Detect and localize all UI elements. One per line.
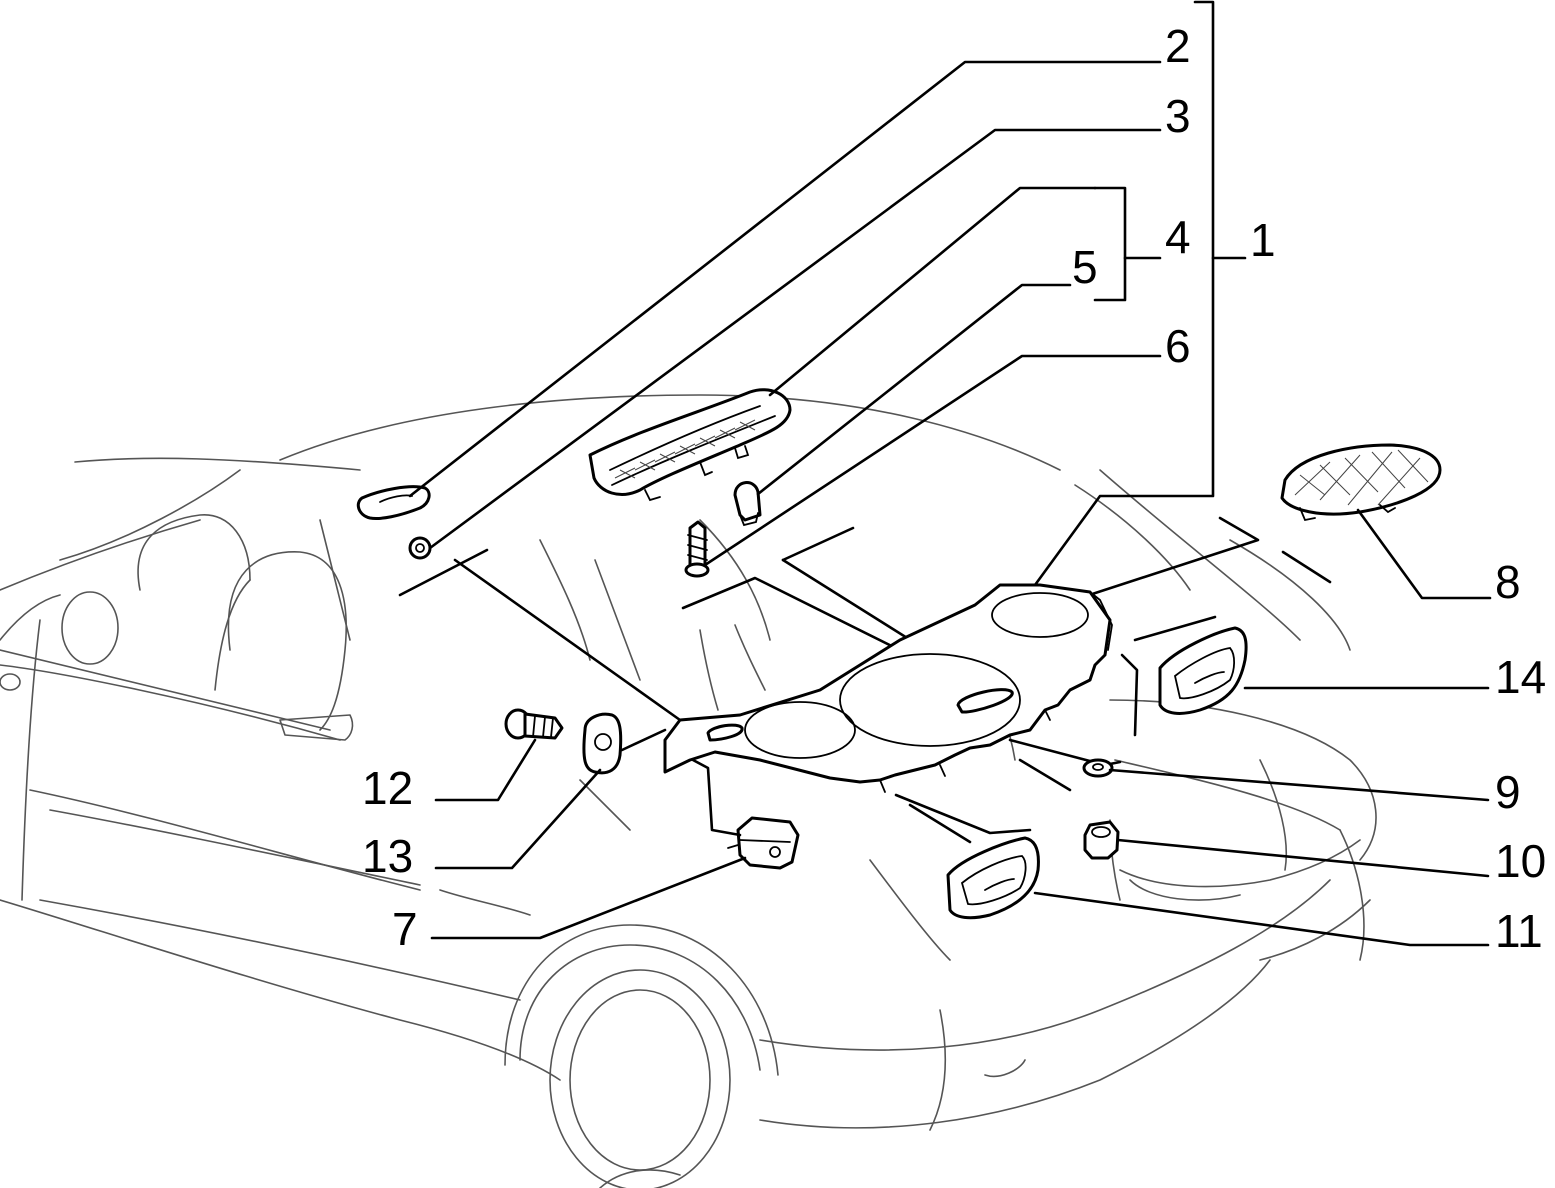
retaining-clip [582, 712, 623, 775]
callout-1: 1 [1250, 214, 1276, 266]
latch-bracket [356, 485, 431, 520]
callout-11: 11 [1495, 905, 1543, 957]
screw [684, 520, 710, 578]
lamp-unit-lower [946, 836, 1040, 920]
callout-5: 5 [1072, 241, 1098, 293]
callout-7: 7 [392, 903, 418, 955]
callout-14: 14 [1495, 651, 1546, 703]
push-pin [504, 708, 564, 740]
callout-13: 13 [362, 830, 413, 882]
callout-6: 6 [1165, 320, 1191, 372]
car-body-outline [0, 394, 1377, 1188]
bulb [733, 481, 762, 527]
stop-lamp-housing [588, 388, 792, 502]
callout-4: 4 [1165, 211, 1191, 263]
callout-12: 12 [362, 762, 413, 814]
parcel-shelf [663, 583, 1113, 793]
star-washer [408, 536, 432, 560]
nut [1083, 820, 1120, 860]
callout-8: 8 [1495, 556, 1521, 608]
callout-labels: 1 2 3 4 5 6 7 8 9 10 11 12 13 14 [362, 20, 1546, 957]
callout-3: 3 [1165, 90, 1191, 142]
shelf-bracket-lines [398, 516, 1332, 844]
callout-10: 10 [1495, 835, 1546, 887]
lens-cover [1280, 443, 1442, 522]
lamp-unit-upper [1158, 626, 1248, 715]
leader-lines [408, 0, 1492, 947]
callout-9: 9 [1495, 766, 1521, 818]
callout-2: 2 [1165, 20, 1191, 72]
flat-washer [1082, 758, 1114, 778]
